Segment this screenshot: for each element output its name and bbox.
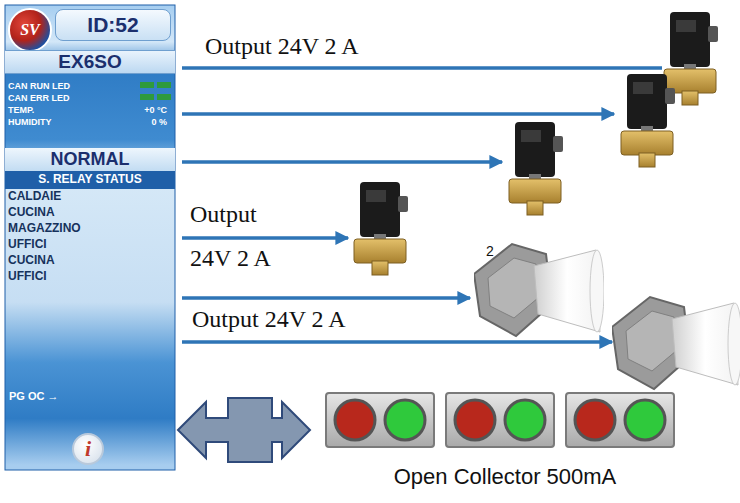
- display-screen: [5, 5, 175, 470]
- relay-name: CUCINA: [8, 254, 55, 268]
- gas-valve: [612, 297, 740, 389]
- display-panel: SV ID:52EX6SO NORMAL S. RELAY STATUS i CAN RU…: [5, 5, 175, 470]
- button-panel: [326, 393, 434, 447]
- node-text: EX6SO: [58, 51, 121, 73]
- node-text: NORMAL: [51, 149, 130, 170]
- output-arrow: [182, 236, 348, 240]
- relay-name: UFFICI: [8, 270, 47, 284]
- solenoid-valve: [509, 122, 563, 215]
- relay-name: CUCINA: [8, 206, 55, 220]
- button-panel: [566, 393, 674, 447]
- output-arrow: [182, 112, 614, 116]
- led-label: CAN ERR LED: [8, 93, 70, 103]
- reading-value: 0 %: [151, 117, 167, 127]
- output-arrow: [182, 296, 470, 300]
- reading-label: HUMIDITY: [8, 117, 52, 127]
- button-panel: [446, 393, 554, 447]
- output-type-label: Open Collector 500mA: [320, 463, 690, 492]
- gas-valve: [474, 244, 604, 336]
- output-arrow: [182, 160, 502, 164]
- led-label: CAN RUN LED: [8, 81, 70, 91]
- output-label: PG OC →: [9, 390, 59, 403]
- logo-badge: SV: [8, 8, 52, 52]
- relay-name: CALDAIE: [8, 190, 61, 204]
- bidirectional-arrow: [178, 398, 310, 462]
- device-id-box: ID:52: [55, 9, 171, 41]
- led-indicator: [157, 94, 171, 100]
- reading-value: +0 °C: [144, 105, 167, 115]
- output-label: Output 24V 2 A: [190, 192, 290, 280]
- solenoid-valve: [621, 74, 675, 167]
- reading-label: TEMP.: [8, 105, 34, 115]
- node-text: SV: [20, 21, 40, 39]
- status-bar: NORMAL: [5, 148, 175, 171]
- model-bar: EX6SO: [5, 50, 175, 74]
- output-arrow: [182, 340, 612, 344]
- relay-name: UFFICI: [8, 238, 47, 252]
- output-label: Output 24V 2 A: [192, 305, 492, 334]
- node-text: ID:52: [87, 13, 138, 37]
- callout-number: 2: [486, 243, 506, 260]
- info-button: i: [72, 433, 104, 465]
- output-arrow: [182, 66, 662, 70]
- led-indicator: [140, 82, 154, 88]
- led-indicator: [157, 82, 171, 88]
- section-header: S. RELAY STATUS: [5, 171, 175, 189]
- node-text: S. RELAY STATUS: [38, 173, 142, 187]
- relay-name: MAGAZZINO: [8, 222, 81, 236]
- led-indicator: [140, 94, 154, 100]
- solenoid-valve: [354, 182, 408, 275]
- output-label: Output 24V 2 A: [205, 32, 505, 61]
- node-text: i: [85, 436, 91, 461]
